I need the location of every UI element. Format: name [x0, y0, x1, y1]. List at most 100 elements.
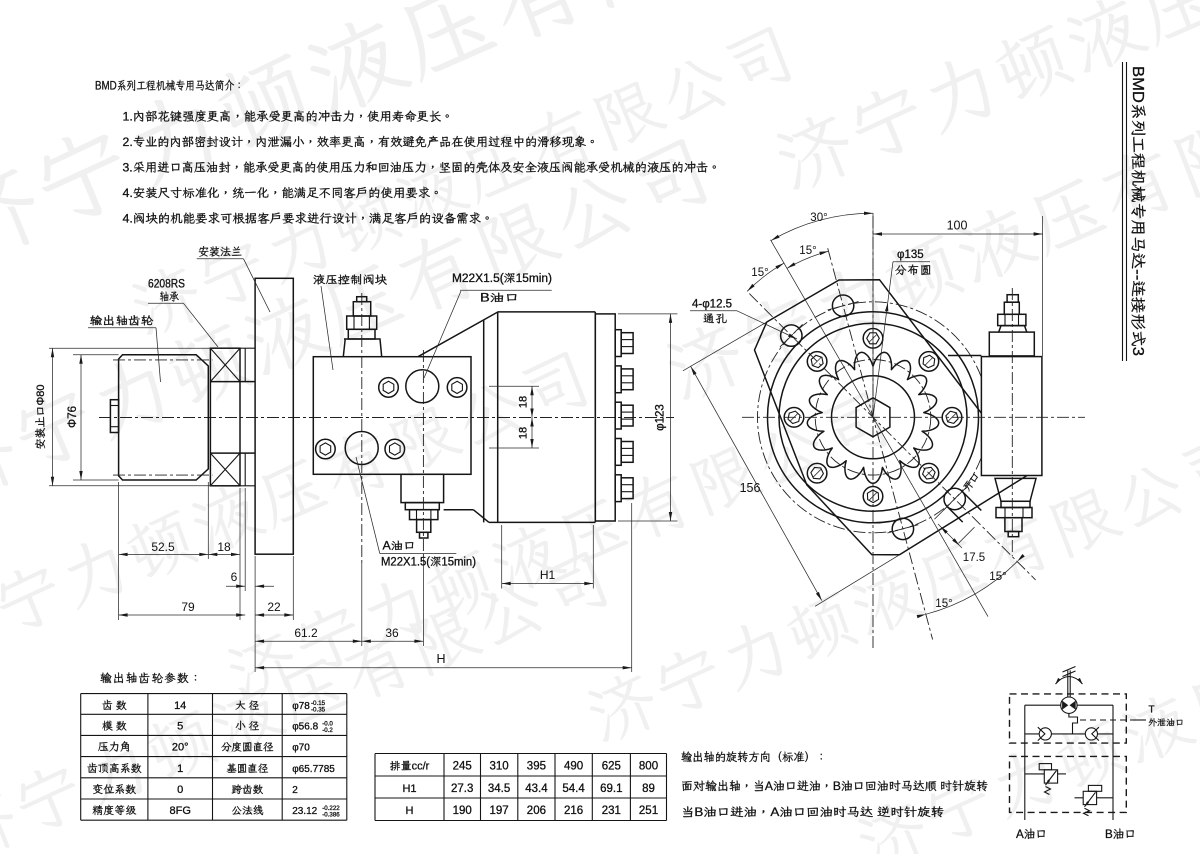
svg-text:310: 310 — [490, 761, 509, 773]
svg-text:8FG: 8FG — [169, 805, 190, 817]
svg-text:216: 216 — [564, 805, 583, 817]
svg-text:大 径: 大 径 — [235, 700, 260, 712]
svg-text:基圆直径: 基圆直径 — [226, 763, 269, 775]
svg-text:齿 数: 齿 数 — [102, 700, 127, 712]
svg-text:小 径: 小 径 — [235, 721, 260, 733]
svg-text:89: 89 — [642, 783, 655, 795]
svg-text:公法线: 公法线 — [231, 805, 263, 817]
svg-text:206: 206 — [527, 805, 546, 817]
svg-text:2.专业的内部密封设计，内泄漏小，效率更高，有效避免产品在使: 2.专业的内部密封设计，内泄漏小，效率更高，有效避免产品在使用过程中的滑移现象。 — [123, 135, 599, 149]
svg-text:M22X1.5(深15min): M22X1.5(深15min) — [381, 556, 476, 569]
svg-text:跨齿数: 跨齿数 — [231, 784, 263, 796]
svg-text:A油口: A油口 — [1016, 827, 1047, 841]
svg-text:当B油口进油，A油口回油时马达 逆时针旋转: 当B油口进油，A油口回油时马达 逆时针旋转 — [681, 805, 944, 819]
svg-text:1.内部花键强度更高，能承受更高的冲击力，使用寿命更长。: 1.内部花键强度更高，能承受更高的冲击力，使用寿命更长。 — [123, 110, 454, 124]
svg-text:H: H — [436, 652, 445, 666]
svg-text:69.1: 69.1 — [600, 783, 622, 795]
svg-text:34.5: 34.5 — [488, 783, 510, 795]
svg-text:分布圆: 分布圆 — [895, 264, 933, 277]
svg-text:18: 18 — [518, 396, 530, 408]
svg-text:H: H — [406, 805, 414, 817]
svg-text:190: 190 — [453, 805, 472, 817]
svg-text:φ65.7785: φ65.7785 — [292, 764, 335, 775]
svg-text:15°: 15° — [989, 571, 1006, 583]
svg-text:54.4: 54.4 — [562, 783, 585, 795]
svg-text:23.12: 23.12 — [292, 806, 317, 817]
svg-text:B油口: B油口 — [480, 293, 519, 305]
svg-text:排量cc/r: 排量cc/r — [390, 761, 430, 773]
svg-text:精度等级: 精度等级 — [92, 805, 137, 817]
svg-text:15°: 15° — [799, 245, 816, 257]
svg-text:输出轴的旋转方向（标准）：: 输出轴的旋转方向（标准）： — [681, 750, 827, 764]
svg-text:-0.222: -0.222 — [322, 805, 340, 812]
svg-text:φ56.8: φ56.8 — [292, 722, 318, 733]
svg-text:输出轴齿轮: 输出轴齿轮 — [90, 315, 155, 328]
svg-text:231: 231 — [602, 805, 621, 817]
svg-text:251: 251 — [639, 805, 658, 817]
svg-text:变位系数: 变位系数 — [92, 784, 136, 796]
svg-text:-0.2: -0.2 — [322, 727, 333, 734]
svg-text:BMD系列工程机械专用马达--连接形式3: BMD系列工程机械专用马达--连接形式3 — [1129, 66, 1147, 356]
svg-text:197: 197 — [490, 805, 509, 817]
svg-text:-0.15: -0.15 — [311, 700, 326, 707]
svg-text:外泄油口: 外泄油口 — [1148, 718, 1184, 728]
svg-text:输出轴齿轮参数：: 输出轴齿轮参数： — [100, 671, 202, 685]
svg-text:M22X1.5(深15min): M22X1.5(深15min) — [452, 272, 552, 285]
svg-text:61.2: 61.2 — [294, 626, 318, 640]
svg-text:5: 5 — [177, 721, 183, 733]
svg-text:模 数: 模 数 — [102, 721, 127, 733]
svg-text:T: T — [1149, 705, 1155, 716]
svg-text:1: 1 — [177, 763, 183, 775]
svg-text:分度圆直径: 分度圆直径 — [221, 741, 274, 754]
svg-text:18: 18 — [518, 427, 530, 439]
svg-text:36: 36 — [385, 626, 399, 640]
svg-text:H1: H1 — [402, 783, 416, 795]
svg-text:52.5: 52.5 — [151, 540, 175, 554]
svg-text:安装法兰: 安装法兰 — [198, 246, 242, 259]
svg-text:4.安装尺寸标准化，统一化，能满足不同客户的使用要求。: 4.安装尺寸标准化，统一化，能满足不同客户的使用要求。 — [123, 186, 443, 200]
svg-text:4.阀块的机能要求可根据客户要求进行设计，满足客户的设备需求: 4.阀块的机能要求可根据客户要求进行设计，满足客户的设备需求。 — [123, 212, 494, 226]
svg-text:6208RS: 6208RS — [148, 279, 185, 291]
svg-text:BMD系列工程机械专用马达简介：: BMD系列工程机械专用马达简介： — [95, 79, 244, 93]
svg-text:490: 490 — [564, 761, 583, 773]
svg-text:100: 100 — [947, 219, 968, 233]
svg-text:2: 2 — [292, 785, 298, 796]
svg-text:15°: 15° — [751, 267, 768, 279]
svg-text:-0.386: -0.386 — [322, 812, 340, 819]
svg-text:面对输出轴，当A油口进油，B油口回油时马达顺 时针旋转: 面对输出轴，当A油口进油，B油口回油时马达顺 时针旋转 — [681, 779, 988, 793]
svg-text:15°: 15° — [935, 598, 952, 610]
svg-text:79: 79 — [181, 600, 195, 614]
svg-text:14: 14 — [174, 700, 186, 712]
svg-text:156: 156 — [740, 481, 761, 495]
svg-text:-0.35: -0.35 — [311, 706, 326, 713]
svg-text:43.4: 43.4 — [525, 783, 548, 795]
svg-text:18: 18 — [217, 540, 231, 554]
svg-text:30°: 30° — [810, 212, 827, 224]
svg-text:6: 6 — [231, 570, 238, 584]
svg-text:H1: H1 — [540, 568, 556, 582]
svg-text:通孔: 通孔 — [703, 313, 728, 326]
svg-text:液压控制阀块: 液压控制阀块 — [313, 274, 388, 287]
svg-text:齿顶高系数: 齿顶高系数 — [87, 763, 142, 775]
svg-text:395: 395 — [527, 761, 546, 773]
svg-text:φ70: φ70 — [292, 743, 310, 754]
svg-text:压力角: 压力角 — [98, 741, 131, 754]
svg-text:φ123: φ123 — [655, 404, 667, 431]
svg-text:17.5: 17.5 — [963, 552, 985, 564]
svg-text:A油口: A油口 — [383, 541, 416, 553]
svg-text:625: 625 — [602, 761, 621, 773]
svg-text:轴承: 轴承 — [159, 291, 179, 304]
svg-text:-0.0: -0.0 — [322, 721, 333, 728]
svg-text:Φ76: Φ76 — [67, 406, 79, 428]
svg-text:27.3: 27.3 — [451, 783, 473, 795]
svg-text:3.采用进口高压油封，能承受更高的使用压力和回油压力，坚固的: 3.采用进口高压油封，能承受更高的使用压力和回油压力，坚固的壳体及安全液压阀能承… — [123, 161, 721, 175]
svg-text:安装止口Φ80: 安装止口Φ80 — [35, 384, 47, 449]
svg-text:0: 0 — [177, 784, 183, 796]
svg-text:800: 800 — [639, 761, 658, 773]
svg-text:4-φ12.5: 4-φ12.5 — [692, 299, 732, 311]
svg-text:φ135: φ135 — [897, 249, 924, 261]
svg-text:245: 245 — [453, 761, 472, 773]
svg-text:22: 22 — [267, 600, 281, 614]
svg-text:φ78: φ78 — [292, 701, 310, 712]
svg-text:20°: 20° — [172, 742, 189, 754]
